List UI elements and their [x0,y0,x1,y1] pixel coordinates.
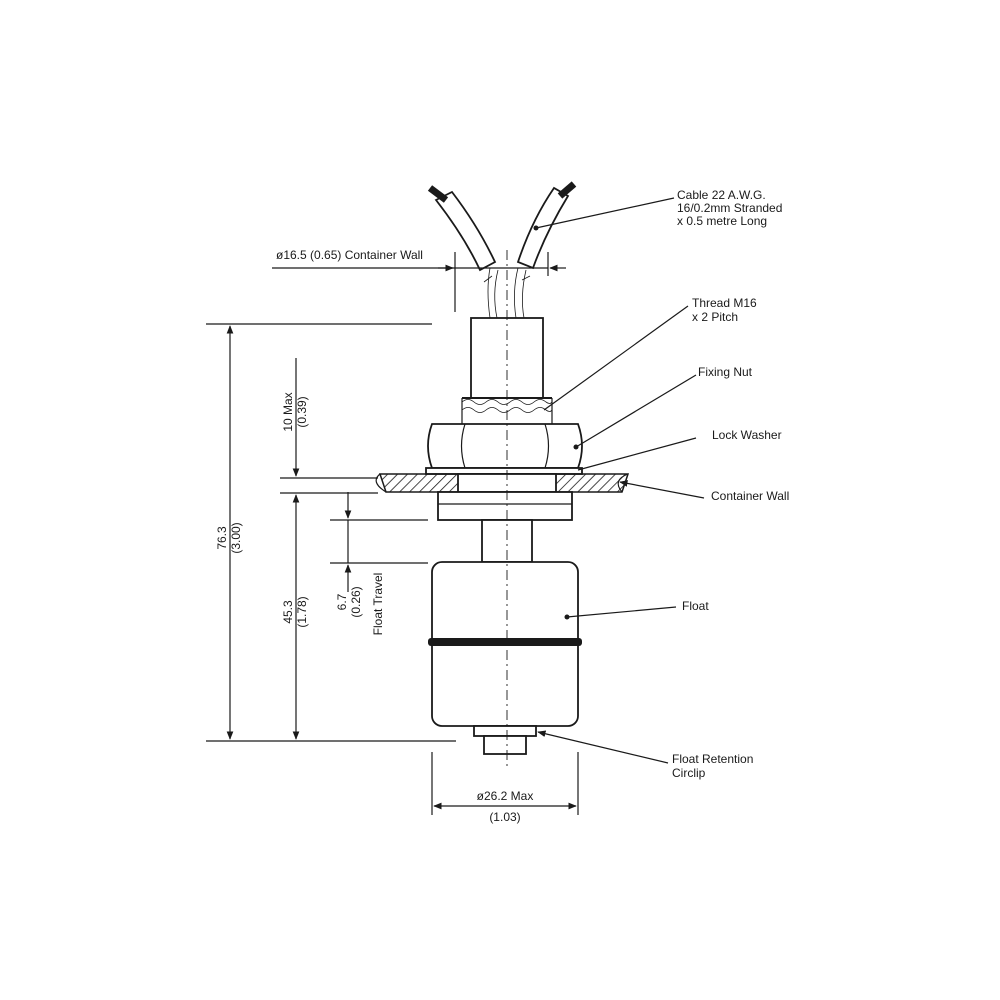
overall-height-in: (3.00) [229,522,243,553]
float-travel-label: Float Travel [371,573,385,636]
float-height-mm: 45.3 [281,600,295,624]
cable-label-line-2: 16/0.2mm Stranded [677,201,782,215]
float-travel-in: (0.26) [349,586,363,617]
float-label: Float [682,599,709,613]
lock-washer-label: Lock Washer [712,428,782,442]
thread-max-mm: 10 Max [281,392,295,431]
cable-label-line-3: x 0.5 metre Long [677,214,767,228]
lower-body [437,491,573,563]
overall-height-mm: 76.3 [215,526,229,550]
fixing-nut-label: Fixing Nut [698,365,753,379]
float-body [428,561,582,727]
thread-label-line-2: x 2 Pitch [692,310,738,324]
thread-max-in: (0.39) [295,396,309,427]
container-wall-label: Container Wall [711,489,789,503]
fixing-nut [427,423,583,469]
thread-label-line-1: Thread M16 [692,296,757,310]
circlip-label-line-2: Circlip [672,766,706,780]
container-wall-section [375,473,630,493]
float-retention-circlip [473,725,537,755]
dimension-lines [206,252,579,815]
float-dia-in: (1.03) [489,810,520,824]
float-height-in: (1.78) [295,596,309,627]
float-dia-mm: ø26.2 Max [477,789,534,803]
cable-wires [427,181,577,319]
float-travel-mm: 6.7 [335,593,349,610]
container-wall-dia-label: ø16.5 (0.65) Container Wall [276,248,423,262]
circlip-label-line-1: Float Retention [672,752,753,766]
cable-label-line-1: Cable 22 A.W.G. [677,188,766,202]
leader-lines [533,197,705,764]
